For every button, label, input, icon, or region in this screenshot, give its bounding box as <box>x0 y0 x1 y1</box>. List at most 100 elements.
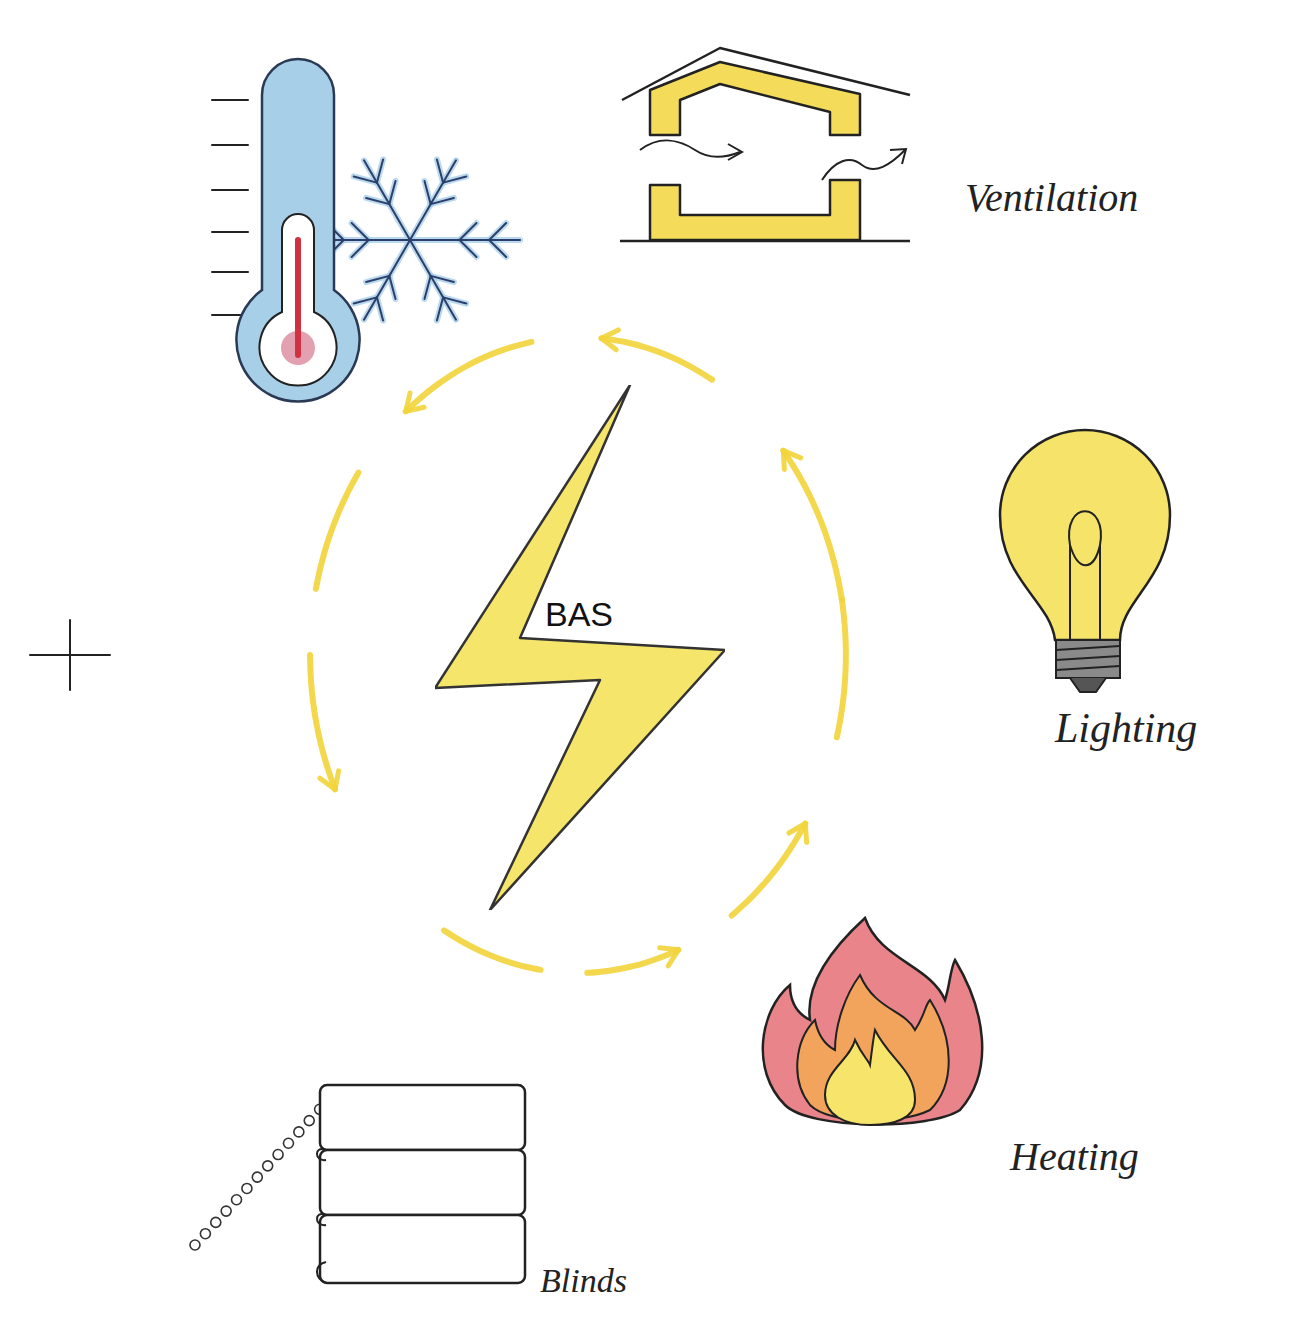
cycle-arrows-part <box>783 451 842 600</box>
blinds-icon-part <box>320 1085 525 1150</box>
ventilation-label: Ventilation <box>965 176 1138 220</box>
snowflake-icon-part <box>389 276 395 299</box>
cycle-arrows-part <box>789 824 807 843</box>
snowflake-icon-part <box>437 297 443 320</box>
blinds-icon <box>190 1085 525 1283</box>
thermometer-icon-part <box>295 240 301 335</box>
thermometer-icon-part-part <box>212 271 248 273</box>
lightbulb-icon-part-part <box>1056 656 1120 660</box>
blinds-icon-part-part <box>232 1195 242 1205</box>
snowflake-icon-part <box>410 240 456 320</box>
snowflake-icon-part <box>437 159 443 182</box>
snowflake-icon-part <box>410 160 456 240</box>
blinds-icon-part-part <box>221 1206 231 1216</box>
ventilation-icon-part <box>890 149 906 164</box>
cycle-arrows-part <box>660 948 679 966</box>
snowflake-icon-part <box>389 276 395 299</box>
snowflake-icon-part <box>443 176 466 182</box>
snowflake-icon-part <box>489 240 506 257</box>
snowflake-icon-part <box>424 276 430 299</box>
lightbulb-icon-part <box>1070 678 1106 692</box>
blinds-icon-part-part <box>242 1183 252 1193</box>
snowflake-icon-part <box>424 181 430 204</box>
thermometer-icon-part <box>212 100 248 315</box>
thermometer-icon-part-part <box>212 144 248 146</box>
snowflake-icon-part <box>424 276 430 299</box>
snowflake-icon-part <box>437 297 443 320</box>
lightbulb-icon-part <box>1056 640 1120 678</box>
snowflake-icon-part <box>410 160 456 240</box>
thermometer-icon-part <box>260 214 337 386</box>
snowflake-icon-part <box>489 240 506 257</box>
flame-icon <box>763 918 982 1125</box>
thermometer-icon <box>212 59 360 402</box>
snowflake-icon-part <box>410 239 520 241</box>
blinds-icon-part <box>317 1149 326 1283</box>
blinds-icon-part <box>320 1215 525 1283</box>
thermometer-icon-part-part <box>212 189 248 191</box>
cycle-arrows-part <box>316 473 359 589</box>
snowflake-icon-part <box>364 240 410 320</box>
blinds-icon-part-part <box>317 1149 326 1160</box>
heating-label: Heating <box>1010 1135 1139 1179</box>
snowflake-icon-part <box>460 240 477 257</box>
snowflake-icon-part <box>364 160 410 240</box>
snowflake-icon-part <box>352 240 369 257</box>
ventilation-icon-part <box>728 144 742 160</box>
ventilation-icon-part <box>822 150 905 180</box>
snowflake-icon-part <box>354 176 377 182</box>
ventilation-icon-part <box>650 180 860 240</box>
lightbulb-icon <box>1000 430 1170 692</box>
snowflake-icon-part <box>460 223 477 240</box>
lighting-label: Lighting <box>1055 705 1197 751</box>
thermometer-icon-part <box>236 59 359 402</box>
snowflake-icon-part <box>443 297 466 303</box>
snowflake-icon-part <box>410 240 456 320</box>
ventilation-icon-part <box>640 141 740 157</box>
cycle-arrows-part <box>406 393 424 411</box>
blinds-icon-part <box>320 1150 525 1215</box>
blinds-icon-part-part <box>252 1172 262 1182</box>
ventilation-icon-part <box>650 62 860 135</box>
snowflake-icon-part <box>352 223 369 240</box>
plus-mark <box>30 620 110 690</box>
snowflake-icon-part <box>377 297 383 320</box>
snowflake-icon-part <box>364 240 410 320</box>
snowflake-icon-part <box>460 240 477 257</box>
snowflake-icon-part <box>352 240 369 257</box>
cycle-arrows <box>310 330 846 973</box>
cycle-arrows-part <box>732 824 806 916</box>
cycle-arrows-part <box>837 600 846 738</box>
blinds-icon-part-part <box>317 1214 326 1225</box>
blinds-icon-part-part <box>294 1127 304 1137</box>
thermometer-icon-part <box>281 331 315 365</box>
cycle-arrows-part <box>783 451 800 470</box>
blinds-icon-part-part <box>263 1161 273 1171</box>
snowflake-icon-part <box>366 276 389 282</box>
lightbulb-icon-part-part <box>1056 666 1120 670</box>
flame-icon-part <box>825 1030 915 1125</box>
thermometer-icon-part-part <box>212 99 248 101</box>
snowflake-icon-part <box>377 297 383 320</box>
blinds-icon-part <box>190 1093 335 1250</box>
snowflake-icon <box>318 159 520 320</box>
snowflake-icon-part <box>389 181 395 204</box>
bas-bolt: BAS <box>435 385 725 910</box>
snowflake-icon-part <box>377 159 383 182</box>
lightbulb-icon-part <box>1069 511 1101 640</box>
snowflake-icon-part <box>366 198 389 204</box>
blinds-icon-part-part <box>211 1217 221 1227</box>
snowflake-icon-part <box>377 159 383 182</box>
blinds-icon-part-part <box>317 1262 326 1283</box>
snowflake-icon-part <box>489 223 506 240</box>
bolt-outline <box>435 385 725 910</box>
cycle-arrows-part <box>601 330 618 350</box>
ventilation-icon-part <box>620 240 910 243</box>
cycle-arrows-part <box>601 338 712 379</box>
ventilation-icon <box>620 48 910 241</box>
cycle-arrows-part <box>587 950 678 973</box>
blinds-label: Blinds <box>540 1262 627 1299</box>
snowflake-icon-part <box>431 198 454 204</box>
bolt-shape <box>435 385 725 910</box>
cycle-arrows-part <box>310 655 335 789</box>
